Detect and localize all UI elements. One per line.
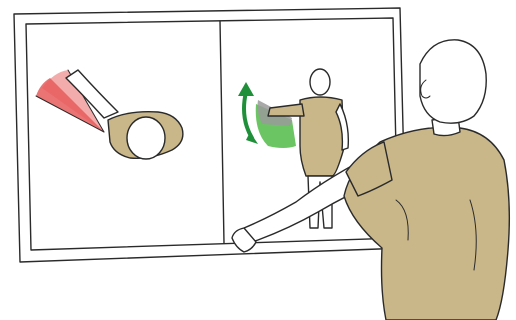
top-view-head	[127, 117, 165, 159]
side-figure-head	[310, 69, 330, 95]
user-head	[420, 40, 486, 123]
